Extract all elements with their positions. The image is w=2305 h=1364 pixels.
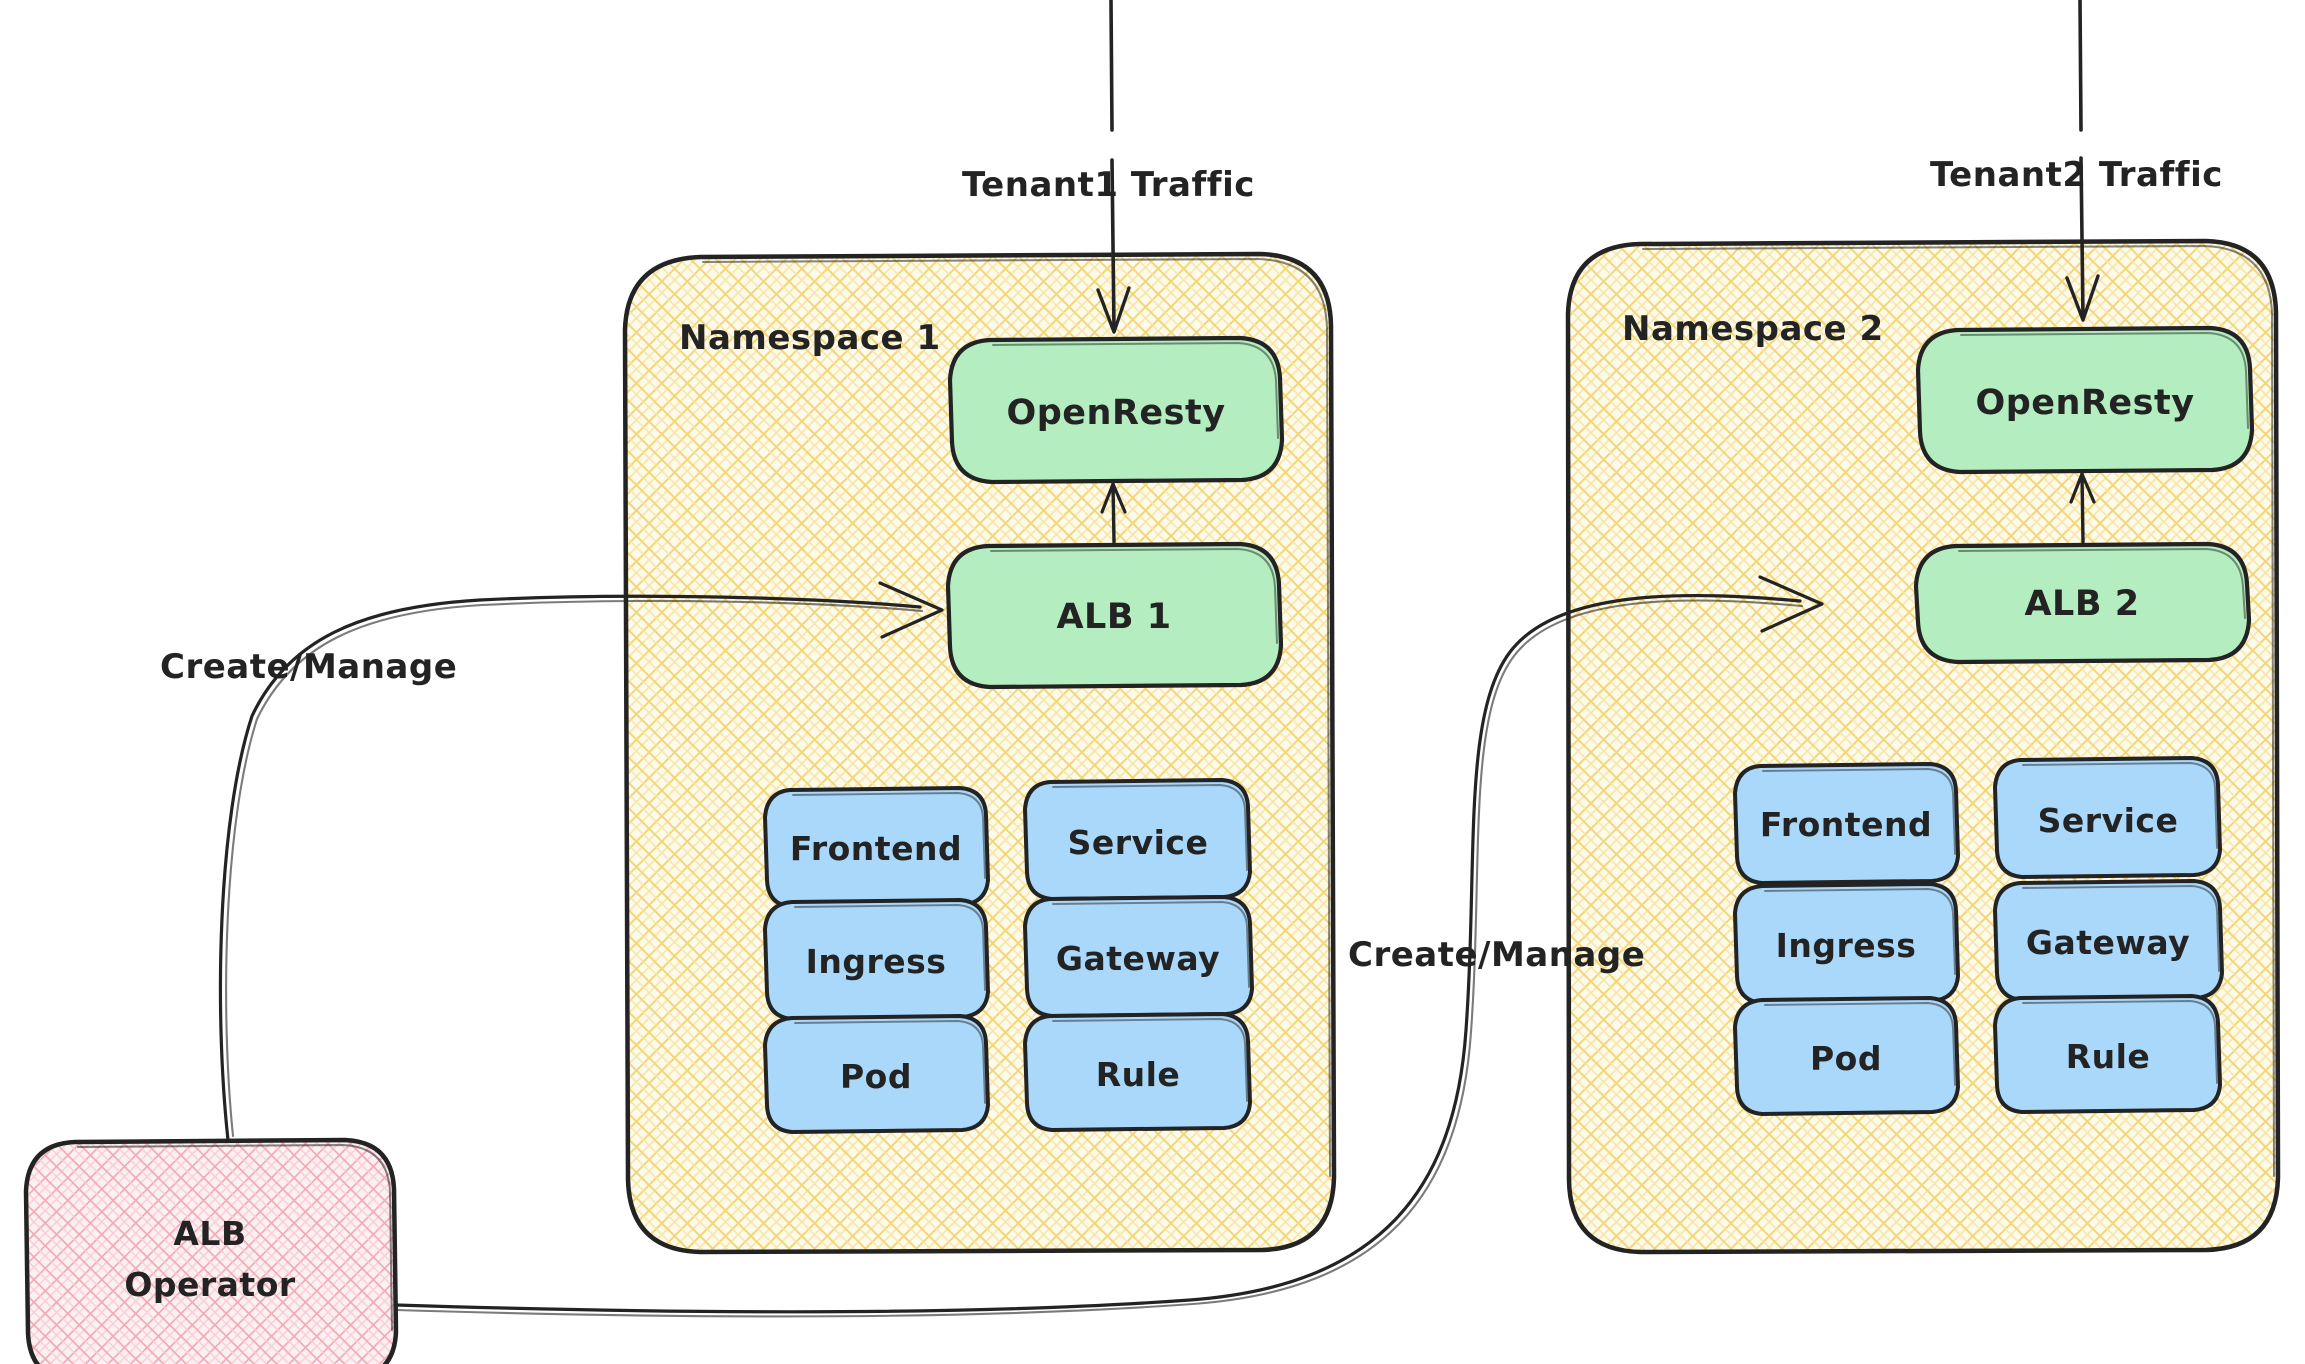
ns1-openresty-node[interactable]: OpenResty [947, 335, 1285, 485]
ns2-resource-service[interactable]: Service [1993, 756, 2222, 879]
alb-operator-line1: ALB [173, 1214, 246, 1253]
ns1-resource-frontend[interactable]: Frontend [763, 786, 990, 909]
create-manage-label-2: Create/Manage [1348, 935, 1645, 975]
ns2-openresty-node[interactable]: OpenResty [1915, 325, 2255, 475]
create-manage-edge-1: Create/Manage [160, 581, 944, 1142]
ns1-resource-gateway[interactable]: Gateway [1023, 895, 1254, 1018]
create-manage-label-1: Create/Manage [160, 647, 457, 687]
create-manage-edge-2: Create/Manage [394, 575, 1824, 1318]
ns1-resource-label: Service [1068, 823, 1209, 862]
ns1-resource-label: Rule [1096, 1055, 1181, 1094]
alb-operator-node[interactable]: ALB Operator [23, 1137, 399, 1364]
ns2-resource-label: Gateway [2026, 923, 2190, 962]
ns1-alb-label: ALB 1 [1056, 597, 1171, 637]
ns2-resource-label: Rule [2066, 1037, 2151, 1076]
namespace-1-title: Namespace 1 [679, 318, 941, 358]
ns1-resource-service[interactable]: Service [1023, 778, 1252, 901]
tenant2-traffic-arrow: Tenant2 Traffic [1930, 0, 2223, 322]
ns2-resource-frontend[interactable]: Frontend [1733, 762, 1960, 885]
ns2-resource-label: Frontend [1760, 805, 1932, 844]
ns2-resource-ingress[interactable]: Ingress [1733, 882, 1960, 1005]
tenant1-traffic-arrow: Tenant1 Traffic [962, 0, 1255, 334]
ns2-alb-to-openresty-arrow [2069, 472, 2096, 544]
tenant2-traffic-label: Tenant2 Traffic [1930, 155, 2223, 195]
alb-operator-line2: Operator [124, 1265, 296, 1304]
ns1-alb-to-openresty-arrow [1100, 482, 1127, 544]
ns2-resource-label: Service [2038, 801, 2179, 840]
ns1-resource-label: Pod [840, 1057, 912, 1096]
ns2-resource-label: Pod [1810, 1039, 1882, 1078]
ns2-resource-gateway[interactable]: Gateway [1993, 879, 2224, 1002]
ns2-resource-label: Ingress [1776, 926, 1917, 965]
namespace-2-title: Namespace 2 [1622, 309, 1884, 349]
ns1-resource-rule[interactable]: Rule [1023, 1012, 1252, 1132]
ns2-openresty-label: OpenResty [1975, 383, 2194, 423]
ns1-resource-ingress[interactable]: Ingress [763, 898, 990, 1021]
ns2-alb-node[interactable]: ALB 2 [1913, 541, 2252, 665]
ns1-openresty-label: OpenResty [1006, 393, 1225, 433]
ns2-alb-label: ALB 2 [2024, 584, 2139, 624]
ns1-resource-label: Frontend [790, 829, 962, 868]
ns2-resource-pod[interactable]: Pod [1733, 996, 1960, 1116]
tenant1-traffic-label: Tenant1 Traffic [962, 165, 1255, 205]
ns1-resource-pod[interactable]: Pod [763, 1014, 990, 1134]
ns1-resource-label: Gateway [1056, 939, 1220, 978]
ns1-resource-label: Ingress [806, 942, 947, 981]
ns2-resource-rule[interactable]: Rule [1993, 994, 2222, 1114]
ns1-alb-node[interactable]: ALB 1 [945, 541, 1284, 690]
